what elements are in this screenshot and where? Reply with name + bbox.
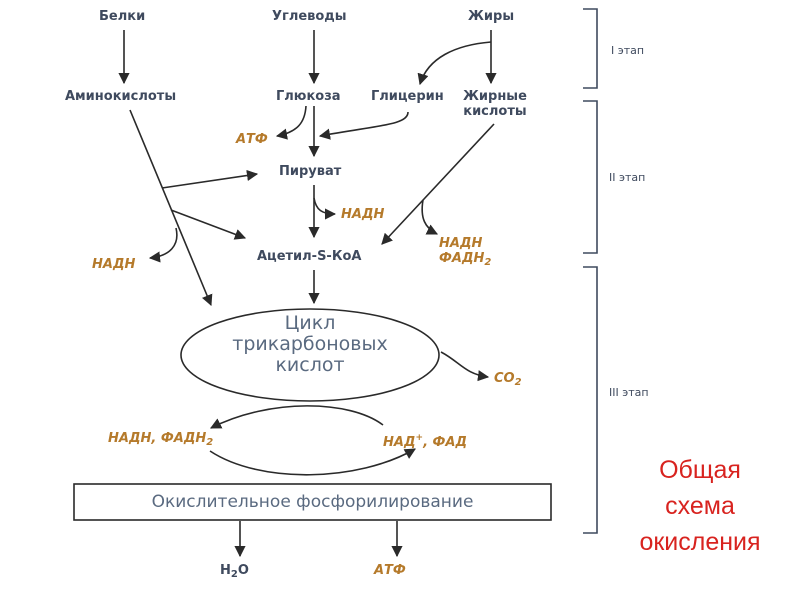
arrow-amino-main xyxy=(129,109,213,307)
stage1-label: I этап xyxy=(611,44,645,57)
arrow-amino-nadh xyxy=(148,227,178,263)
arrow-glyukoza-atf xyxy=(275,105,307,140)
stage3-label: III этап xyxy=(609,386,649,399)
label-glitserin: Глицерин xyxy=(371,89,444,104)
label-nadh-fadh-right: НАДН ФАДН2 xyxy=(439,236,491,270)
label-co2-text: CO xyxy=(494,371,515,386)
arrow-cycle-co2 xyxy=(440,351,490,382)
caption-line2: схема xyxy=(665,492,735,520)
arrow-glitserin-piruvat xyxy=(318,111,409,140)
label-co2-sub: 2 xyxy=(514,377,522,388)
label-piruvat: Пируват xyxy=(279,164,342,179)
label-uglevody: Углеводы xyxy=(272,9,347,24)
label-zhirnye-kisloty: Жирные кислоты xyxy=(463,89,527,119)
label-zhirnye-line2: кислоты xyxy=(463,104,527,119)
arrow-zhiry-glitserin xyxy=(417,41,492,86)
label-nadh-piruvat: НАДН xyxy=(341,207,385,222)
diagram-caption: Общая схема окисления xyxy=(615,452,785,560)
label-nadh-fadh-left-sub: 2 xyxy=(206,437,214,448)
stage2-label: II этап xyxy=(609,171,646,184)
label-nadh-right: НАДН xyxy=(439,236,483,251)
arrow-zhirnye-nadh xyxy=(421,199,439,235)
bracket-stage3 xyxy=(583,266,598,534)
arrow-piruvat-nadh xyxy=(313,197,337,220)
label-co2: CO2 xyxy=(494,371,522,390)
label-h2o: H2O xyxy=(220,563,249,582)
tca-cycle-ellipse xyxy=(180,308,440,402)
label-atf-bottom: АТФ xyxy=(374,563,406,578)
label-nadh-fadh-left-text: НАДН, ФАДН xyxy=(108,431,207,446)
tca-cycle-label: Цикл трикарбоновых кислот xyxy=(182,311,438,401)
arrow-amino-atsetil xyxy=(170,209,247,240)
bracket-stage2 xyxy=(583,100,598,254)
arrow-amino-piruvat xyxy=(161,169,259,189)
oxphos-label: Окислительное фосфорилирование xyxy=(151,492,474,512)
arrow-cycle-nad xyxy=(209,448,416,476)
arrow-zhirnye-atsetil xyxy=(381,123,495,245)
label-atsetil-koa: Ацетил-S-КоА xyxy=(257,249,362,264)
oxphos-box xyxy=(73,483,552,521)
label-fadh-right: ФАДН xyxy=(439,251,485,266)
label-h2o-sub: 2 xyxy=(230,569,238,580)
arrow-nad-cycle xyxy=(210,405,384,429)
label-nad-fad-right: НАД+, ФАД xyxy=(383,431,467,450)
label-zhiry: Жиры xyxy=(468,9,515,24)
label-fadh-right-sub: 2 xyxy=(484,257,492,268)
cycle-line1: Цикл xyxy=(284,312,336,334)
label-aminokisloty: Аминокислоты xyxy=(65,89,177,104)
label-nadh-fadh-left: НАДН, ФАДН2 xyxy=(108,431,213,450)
label-belki: Белки xyxy=(99,9,146,24)
label-atf-top: АТФ xyxy=(236,132,268,147)
label-nad-sup: + xyxy=(415,433,424,443)
label-zhirnye-line1: Жирные xyxy=(463,89,527,104)
label-nad-text: НАД xyxy=(383,435,416,450)
label-nadh-left: НАДН xyxy=(92,257,136,272)
label-h2o-o: O xyxy=(237,563,249,578)
label-fad-tail: , ФАД xyxy=(423,435,468,450)
bracket-stage1 xyxy=(583,8,598,89)
caption-line1: Общая xyxy=(659,456,741,484)
cycle-line2: трикарбоновых xyxy=(232,333,388,355)
cycle-line3: кислот xyxy=(275,354,345,376)
label-h2o-h: H xyxy=(220,563,231,578)
caption-line3: окисления xyxy=(639,528,761,556)
label-glyukoza: Глюкоза xyxy=(276,89,341,104)
